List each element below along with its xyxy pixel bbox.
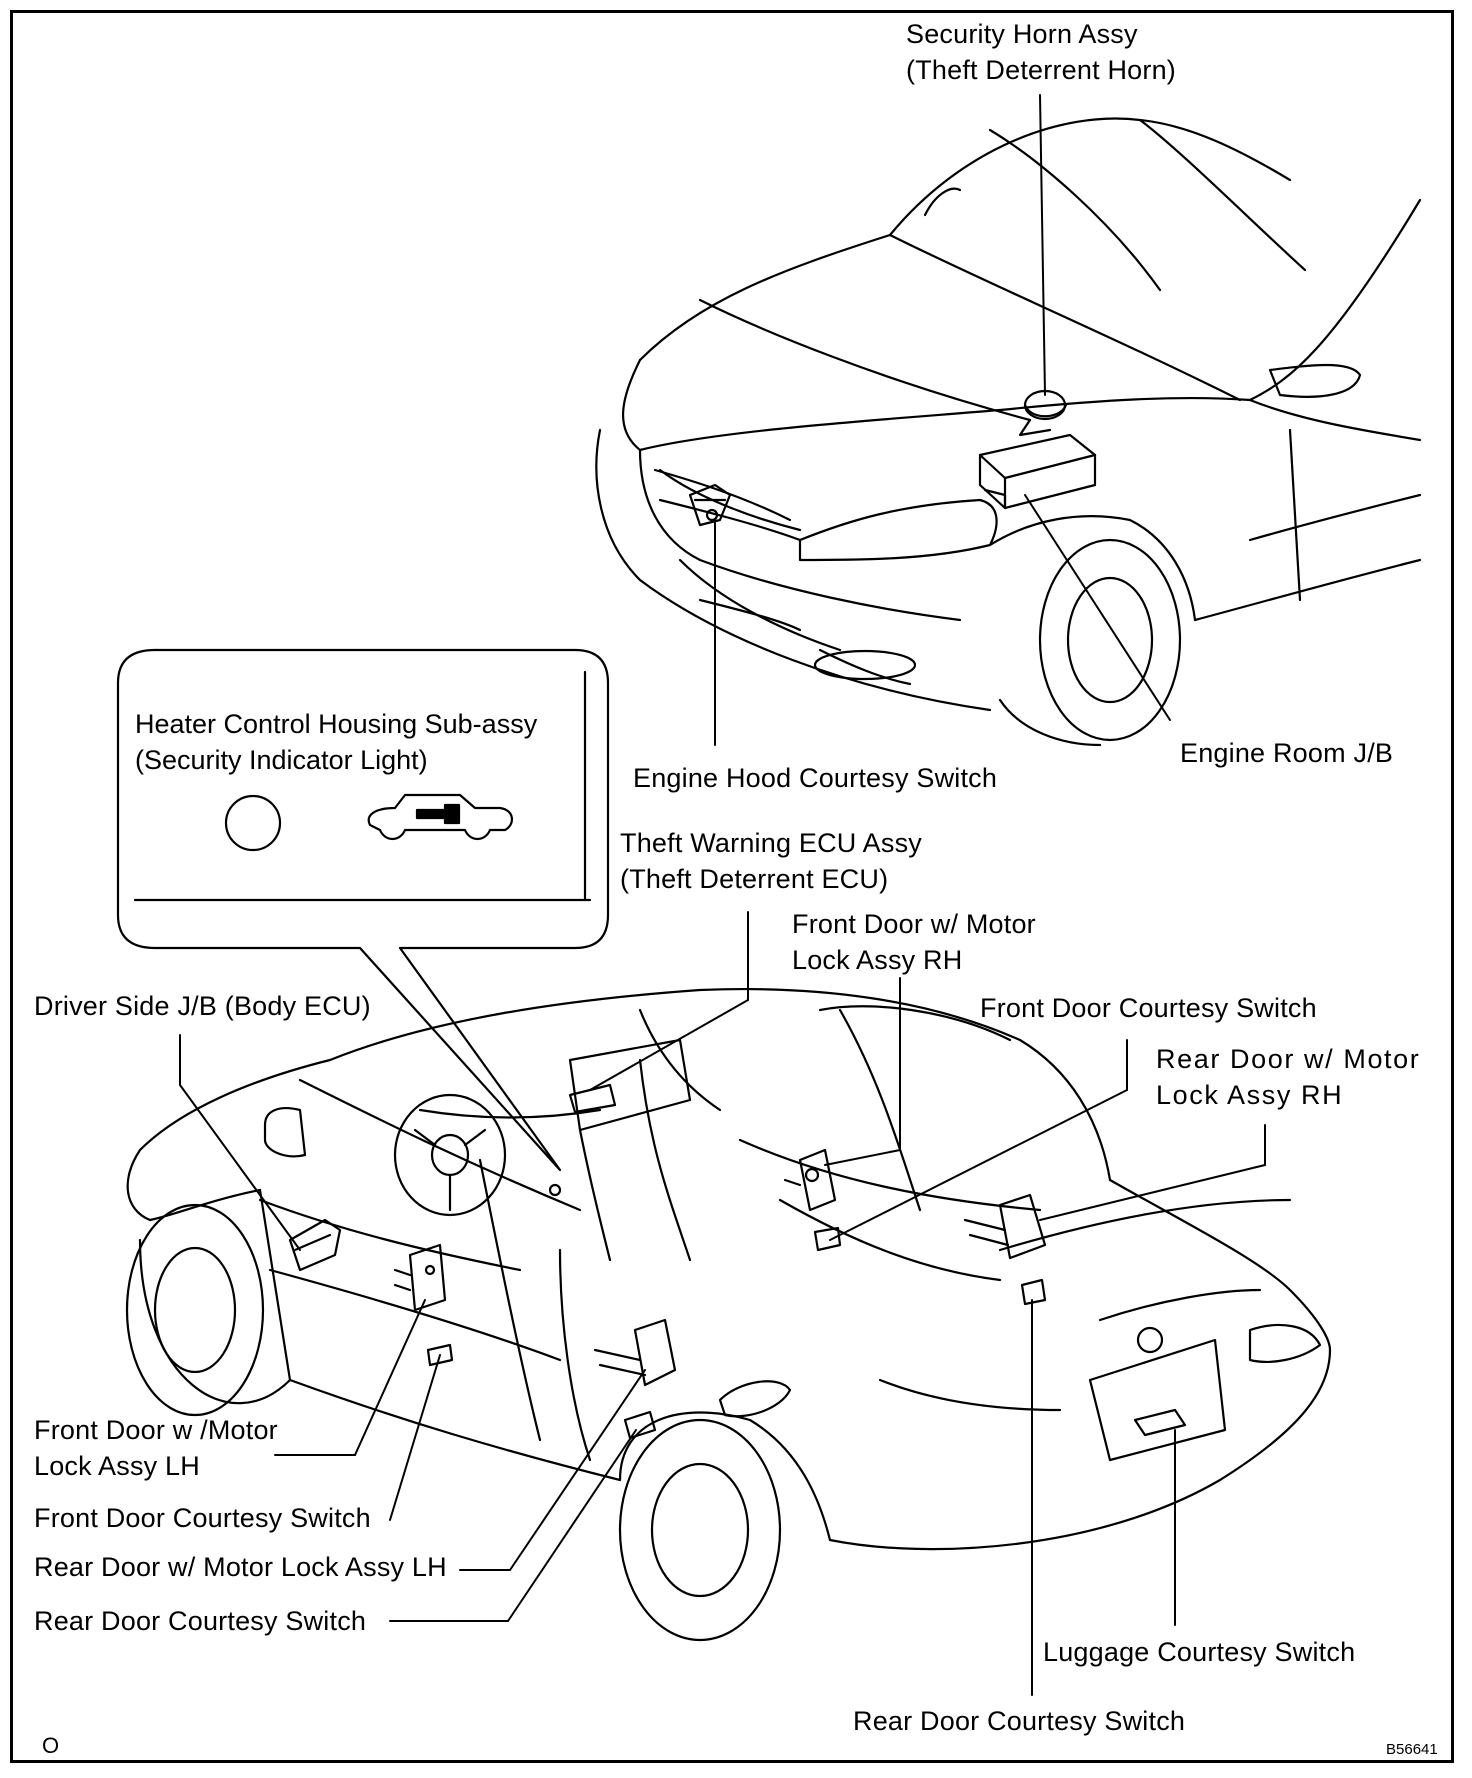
label-rear-door-courtesy-lh: Rear Door Courtesy Switch	[34, 1606, 367, 1636]
label-rear-door-courtesy-rh: Rear Door Courtesy Switch	[853, 1706, 1186, 1736]
label-security-horn-line1: Security Horn Assy	[906, 19, 1138, 49]
lower-car-outline	[125, 987, 1332, 1642]
security-indicator-light-icon	[224, 794, 282, 852]
callout-title-line1: Heater Control Housing Sub-assy	[135, 709, 538, 739]
diagram-frame	[10, 10, 1454, 1763]
label-front-door-lock-rh: Front Door w/ Motor Lock Assy RH	[792, 906, 1036, 978]
heater-control-icon	[548, 1183, 562, 1197]
driver-side-jb-icon	[288, 1218, 342, 1272]
engine-room-jb-icon	[978, 433, 1097, 510]
label-front-door-lock-lh: Front Door w /Motor Lock Assy LH	[34, 1412, 278, 1484]
label-engine-hood-switch: Engine Hood Courtesy Switch	[633, 763, 998, 793]
label-driver-side-jb: Driver Side J/B (Body ECU)	[34, 991, 371, 1021]
label-theft-warning-ecu: Theft Warning ECU Assy (Theft Deterrent …	[620, 825, 922, 897]
upper-car-outline	[595, 117, 1422, 747]
label-theft-warning-ecu-line1: Theft Warning ECU Assy	[620, 828, 922, 858]
label-front-door-lock-rh-line1: Front Door w/ Motor	[792, 909, 1036, 939]
rear-door-lock-rh-icon	[963, 1193, 1047, 1260]
label-engine-room-jb: Engine Room J/B	[1180, 738, 1394, 768]
label-front-door-lock-lh-line2: Lock Assy LH	[34, 1451, 200, 1481]
label-security-horn-line2: (Theft Deterrent Horn)	[906, 55, 1176, 85]
callout-title: Heater Control Housing Sub-assy (Securit…	[135, 706, 537, 778]
security-car-symbol-icon	[367, 793, 513, 841]
label-luggage-courtesy: Luggage Courtesy Switch	[1043, 1637, 1356, 1667]
label-rear-door-lock-rh-line1: Rear Door w/ Motor	[1156, 1044, 1421, 1074]
leader-lines	[179, 94, 1266, 1696]
security-horn-icon	[1018, 389, 1068, 437]
label-theft-warning-ecu-line2: (Theft Deterrent ECU)	[620, 864, 889, 894]
rear-door-courtesy-rh-icon	[1020, 1278, 1047, 1306]
front-door-courtesy-rh-icon	[813, 1226, 842, 1252]
label-front-door-lock-lh-line1: Front Door w /Motor	[34, 1415, 278, 1445]
label-rear-door-lock-rh: Rear Door w/ Motor Lock Assy RH	[1156, 1041, 1420, 1113]
front-door-courtesy-lh-icon	[426, 1343, 454, 1367]
front-door-lock-lh-icon	[393, 1243, 447, 1312]
label-front-door-courtesy-lh: Front Door Courtesy Switch	[34, 1503, 371, 1533]
theft-warning-ecu-icon	[568, 1083, 617, 1114]
label-rear-door-lock-rh-line2: Lock Assy RH	[1156, 1080, 1344, 1110]
indicator-callout-box	[116, 648, 610, 1172]
rear-door-courtesy-lh-icon	[623, 1410, 657, 1440]
front-door-lock-rh-icon	[783, 1148, 837, 1212]
callout-title-line2: (Security Indicator Light)	[135, 745, 428, 775]
label-front-door-lock-rh-line2: Lock Assy RH	[792, 945, 963, 975]
luggage-courtesy-switch-icon	[1133, 1408, 1187, 1437]
label-rear-door-lock-lh: Rear Door w/ Motor Lock Assy LH	[34, 1552, 447, 1582]
label-front-door-courtesy-rh: Front Door Courtesy Switch	[980, 993, 1317, 1023]
label-security-horn: Security Horn Assy (Theft Deterrent Horn…	[906, 16, 1176, 88]
hood-switch-icon	[688, 483, 732, 527]
rear-door-lock-lh-icon	[593, 1318, 677, 1387]
footer-left-mark: O	[42, 1733, 60, 1758]
figure-code: B56641	[1386, 1741, 1438, 1758]
